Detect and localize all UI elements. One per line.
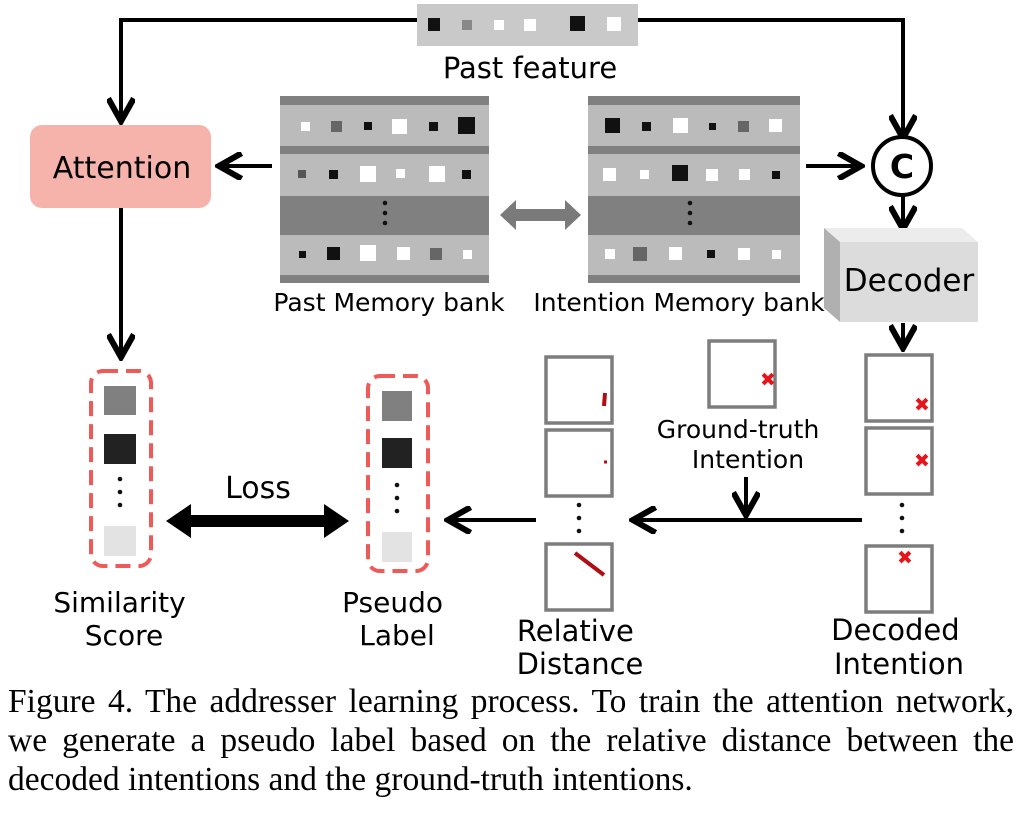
relative-distance-label: Relative Distance bbox=[517, 614, 644, 681]
similarity-score-label: Similarity Score bbox=[53, 586, 194, 652]
ground-truth-intention-box bbox=[707, 339, 777, 409]
decoder-label: Decoder bbox=[844, 263, 975, 299]
similarity-cell-2 bbox=[104, 434, 136, 464]
concat-operator bbox=[871, 135, 933, 197]
pseudo-label-label: Pseudo Label bbox=[342, 586, 452, 652]
similarity-score-outline bbox=[89, 369, 153, 568]
loss-arrow bbox=[166, 504, 349, 538]
figure-caption: Figure 4. The addresser learning process… bbox=[8, 683, 1014, 798]
pseudo-cell-1 bbox=[382, 391, 412, 421]
loss-label: Loss bbox=[225, 471, 291, 506]
pseudo-cell-2 bbox=[382, 438, 412, 468]
similarity-cell-n bbox=[104, 526, 136, 556]
arrow-feature-to-concat bbox=[638, 18, 903, 135]
decoded-intention-label: Decoded Intention bbox=[831, 613, 969, 681]
decoded-intention-column bbox=[864, 353, 934, 614]
pseudo-cell-n bbox=[382, 532, 412, 562]
arrow-feature-to-attention bbox=[121, 18, 417, 118]
pseudo-label-outline bbox=[366, 374, 430, 573]
decoded-x-marker-2: ✖ bbox=[914, 450, 930, 472]
similarity-cell-1 bbox=[104, 386, 136, 415]
attention-box bbox=[30, 125, 211, 208]
relative-distance-column bbox=[544, 355, 614, 612]
past-memory-bank-label: Past Memory bank bbox=[273, 288, 505, 317]
intention-memory-bank bbox=[588, 96, 800, 283]
decoded-x-marker-1: ✖ bbox=[914, 394, 930, 416]
decoder-box bbox=[824, 228, 978, 322]
ground-truth-intention-label: Ground-truth Intention bbox=[657, 415, 828, 474]
decoded-x-marker-n: ✖ bbox=[897, 547, 913, 569]
past-memory-bank bbox=[280, 96, 489, 283]
attention-label: Attention bbox=[53, 151, 191, 186]
past-feature-label: Past feature bbox=[443, 51, 617, 85]
concat-symbol: C bbox=[890, 147, 914, 186]
bank-correspondence-arrow bbox=[500, 200, 581, 230]
intention-memory-bank-label: Intention Memory bank bbox=[533, 288, 825, 317]
ground-truth-x-marker: ✖ bbox=[760, 369, 776, 391]
past-feature-vector bbox=[417, 4, 638, 46]
